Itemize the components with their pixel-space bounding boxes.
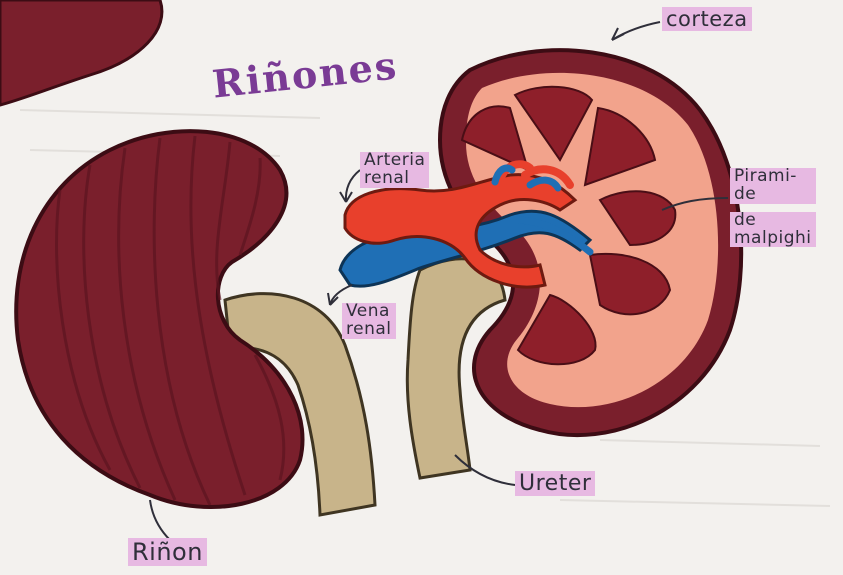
label-ureter: Ureter xyxy=(515,472,595,495)
label-piramides-line3: de xyxy=(730,212,816,230)
label-piramides-line2: de xyxy=(730,186,816,204)
label-rinon: Riñon xyxy=(128,540,207,565)
label-vena-renal: Vena renal xyxy=(342,303,396,339)
label-corteza-text: corteza xyxy=(662,7,752,31)
label-arteria-line2: renal xyxy=(360,170,429,188)
label-vena-line2: renal xyxy=(342,321,396,339)
label-piramides: Pirami- de de malpighi xyxy=(730,168,816,247)
label-rinon-text: Riñon xyxy=(128,538,207,566)
label-arteria-renal: Arteria renal xyxy=(360,152,429,188)
label-corteza: corteza xyxy=(662,8,752,30)
label-ureter-text: Ureter xyxy=(515,471,595,496)
label-piramides-line4: malpighi xyxy=(730,230,816,248)
